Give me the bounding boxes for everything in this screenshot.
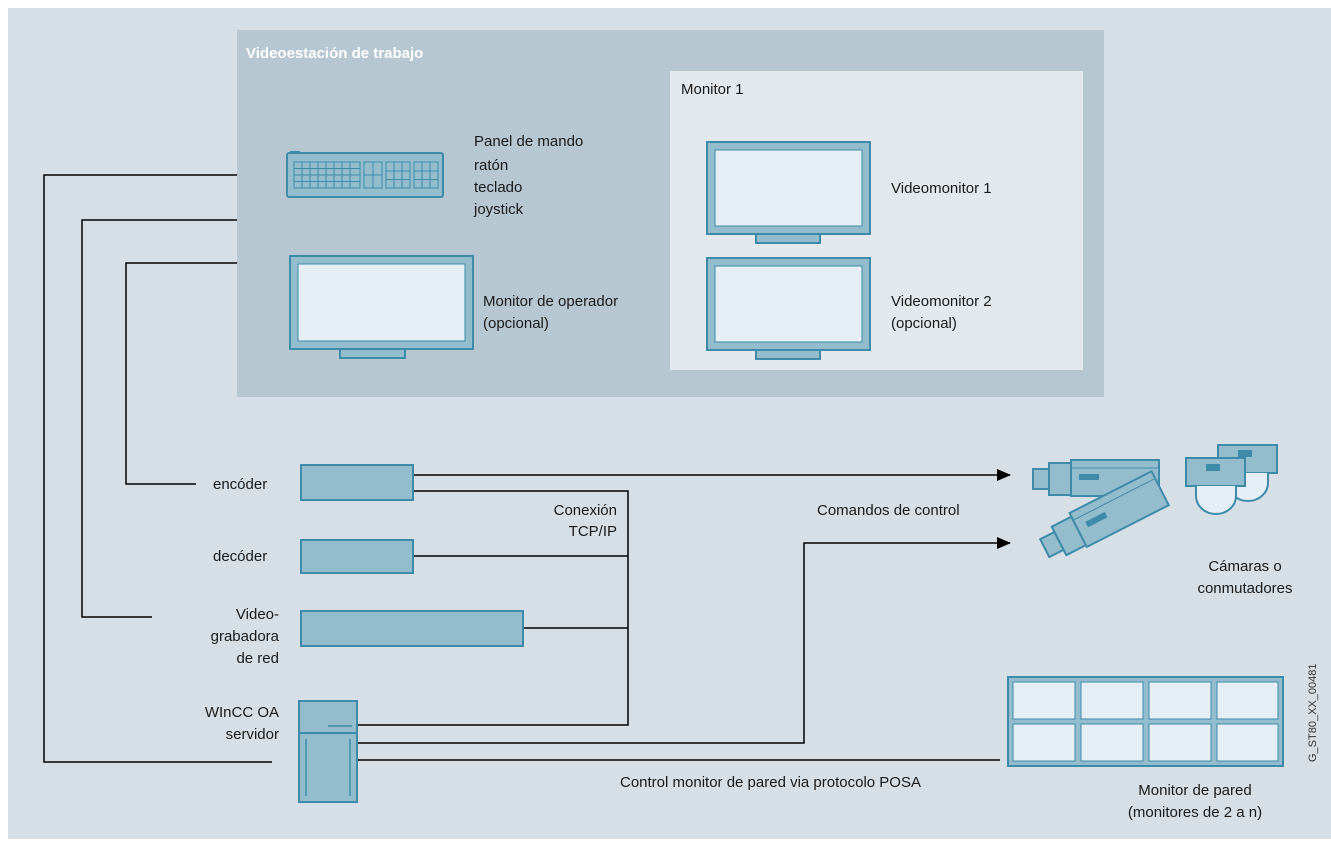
panel-label-line2: ratón [474,157,509,174]
cameras-label-line2: conmutadores [1197,580,1293,597]
videomonitor1-label: Videomonitor 1 [891,180,992,197]
recorder-workstation-line [81,219,237,618]
control-commands-line [357,537,1011,744]
server-label-line1: WInCC OA [204,704,279,721]
cameras-label-line1: Cámaras o [1208,558,1282,575]
tcpip-bus-line [357,490,629,726]
encoder-label: encóder [213,476,268,493]
videomonitor2-label-line2: (opcional) [891,315,957,332]
encoder-device-icon [300,464,414,501]
encoder-workstation-line [125,262,237,485]
wall-monitor-label-line2: (monitores de 2 a n) [1127,804,1263,821]
connection-lines [43,174,1011,763]
server-tower-icon [298,700,358,803]
tcpip-label-line2: TCP/IP [568,523,617,540]
server-label-line2: servidor [225,726,279,743]
operator-monitor-label-line2: (opcional) [483,315,549,332]
panel-label-line3: teclado [474,179,523,196]
tcpip-label-line1: Conexión [553,502,617,519]
panel-label-line1: Panel de mando [474,133,584,150]
server-workstation-line [43,174,272,763]
recorder-label-line2: grabadora [210,628,279,645]
wall-monitor-icon [1007,676,1284,767]
wall-monitor-label-line1: Monitor de pared [1138,782,1252,799]
decoder-device-icon [300,539,414,574]
recorder-device-icon [300,610,524,647]
control-commands-label: Comandos de control [817,502,960,519]
figure-id-label: G_ST80_XX_00481 [1307,664,1319,762]
videomonitor1-icon [706,141,871,244]
dome-camera-icon [1185,444,1278,515]
keyboard-icon [286,151,444,198]
monitor1-group-label: Monitor 1 [681,81,744,98]
operator-monitor-icon [289,255,474,359]
operator-monitor-label-line1: Monitor de operador [483,293,619,310]
recorder-label-line1: Video- [235,606,279,623]
videomonitor2-label-line1: Videomonitor 2 [891,293,992,310]
panel-label-line4: joystick [474,201,524,218]
videomonitor2-icon [706,257,871,360]
tilted-camera-icon [1038,469,1171,559]
recorder-label-line3: de red [236,650,279,667]
wall-control-label: Control monitor de pared via protocolo P… [620,774,921,791]
workstation-title: Videoestación de trabajo [246,45,424,62]
decoder-label: decóder [213,548,268,565]
